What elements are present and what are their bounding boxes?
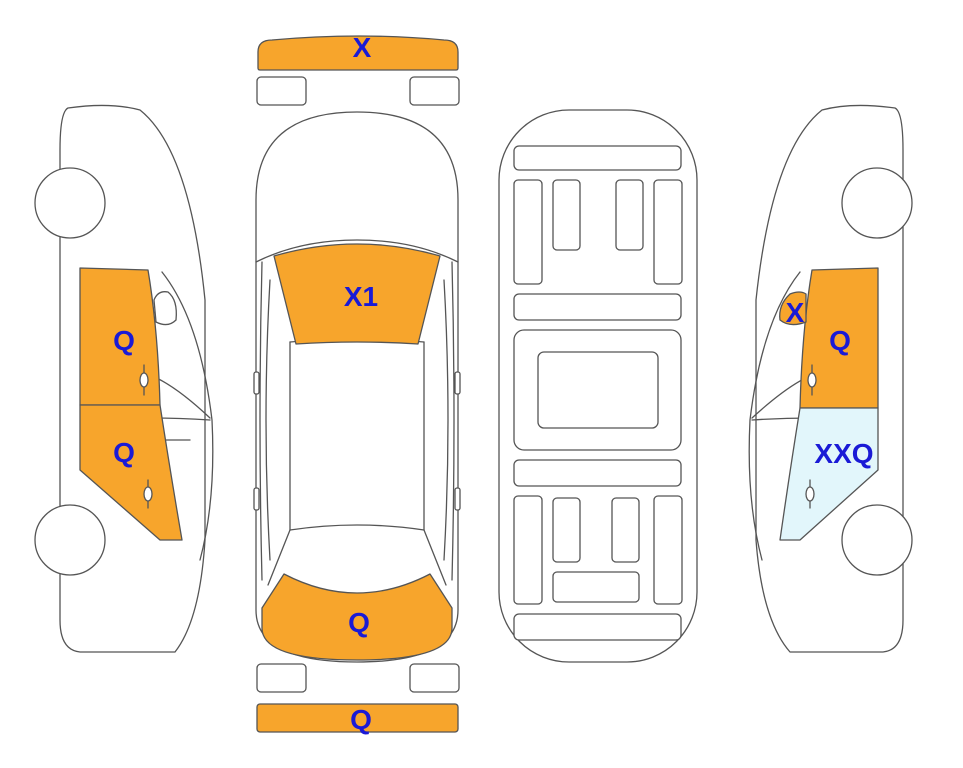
rear-bumper-label: Q — [350, 704, 372, 735]
hood-label: X1 — [344, 281, 378, 312]
left-mirror — [153, 291, 177, 326]
left-rear-door-label: Q — [113, 437, 135, 468]
right-rear-door-label: XXQ — [814, 438, 873, 469]
car-underbody-view — [498, 109, 698, 663]
left-rear-wheel — [34, 504, 106, 576]
rear-right-light — [409, 663, 460, 693]
rear-bumper[interactable] — [256, 703, 459, 733]
trunk[interactable] — [261, 573, 453, 661]
right-rear-door[interactable] — [779, 407, 879, 541]
trunk-label: Q — [348, 607, 370, 638]
right-door-handle-front — [807, 364, 817, 396]
right-mirror[interactable] — [779, 291, 807, 326]
front-right-light — [409, 76, 460, 106]
right-door-handle-rear — [805, 479, 815, 509]
right-front-wheel — [841, 167, 913, 239]
rear-left-light — [256, 663, 307, 693]
front-bumper-label: X — [353, 32, 372, 63]
front-left-light — [256, 76, 307, 106]
left-door-handle-front — [139, 364, 149, 396]
left-rear-door[interactable] — [79, 404, 183, 541]
left-front-door-label: Q — [113, 325, 135, 356]
left-door-handle-rear — [143, 479, 153, 509]
left-front-wheel — [34, 167, 106, 239]
right-front-door-label: Q — [829, 325, 851, 356]
right-mirror-label: X — [786, 297, 805, 328]
front-bumper[interactable] — [257, 35, 459, 71]
hood[interactable] — [273, 243, 441, 345]
right-rear-wheel — [841, 504, 913, 576]
